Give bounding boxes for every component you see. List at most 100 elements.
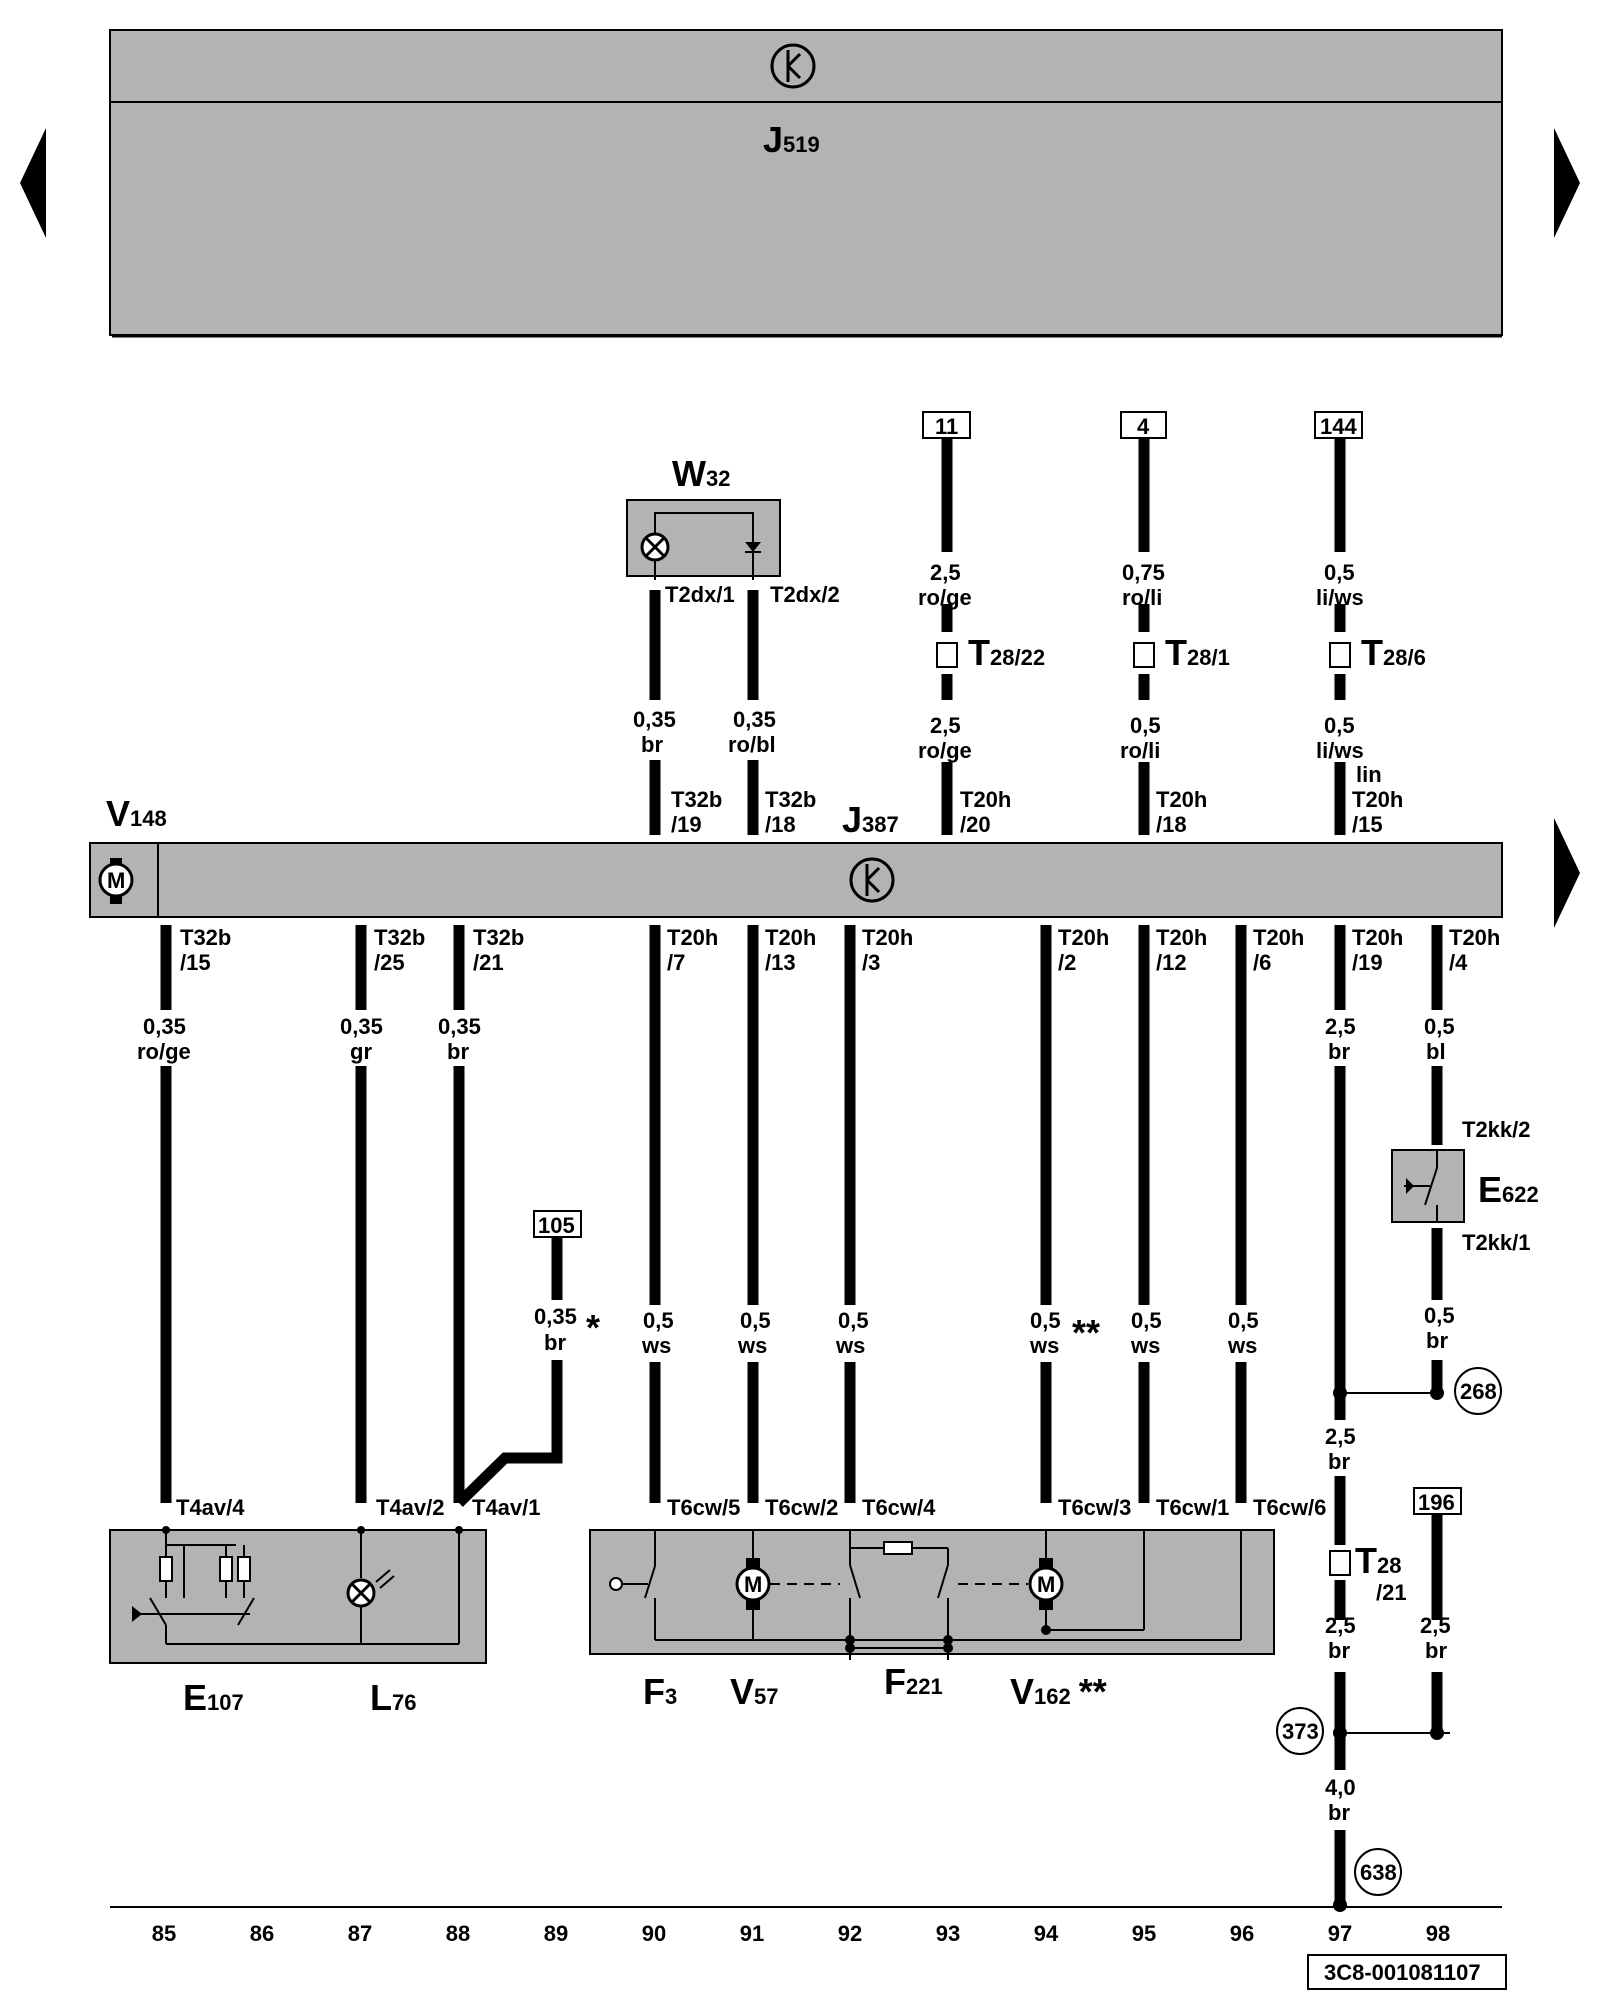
wire-t32b-15: T32b /15 0,35 ro/ge T4av/4 [137, 925, 245, 1520]
ground-point-373 [1276, 1707, 1324, 1755]
wire-t32b-18: 0,35 ro/bl T32b /18 [728, 590, 816, 837]
svg-text:/19: /19 [671, 812, 702, 837]
track-number: 90 [642, 1921, 666, 1946]
switch-icon [609, 1577, 623, 1591]
svg-text:0,5: 0,5 [643, 1308, 674, 1333]
svg-text:0,35: 0,35 [633, 707, 676, 732]
track-number: 95 [1132, 1921, 1156, 1946]
svg-text:T6cw/2: T6cw/2 [765, 1495, 838, 1520]
svg-text:0,35: 0,35 [438, 1014, 481, 1039]
wire-t20h-12: T20h /12 0,5 ws T6cw/1 [1130, 925, 1229, 1520]
svg-text:2,5: 2,5 [1325, 1424, 1356, 1449]
svg-text:/15: /15 [180, 950, 211, 975]
svg-text:268: 268 [1460, 1379, 1497, 1404]
electronics-symbol-icon [770, 43, 816, 89]
svg-text:T6cw/4: T6cw/4 [862, 1495, 936, 1520]
switch-actuator-icon [132, 1606, 142, 1622]
svg-text:T20h: T20h [862, 925, 913, 950]
svg-text:/19: /19 [1352, 950, 1383, 975]
prev-page-arrow[interactable] [20, 128, 46, 238]
svg-text:ws: ws [737, 1333, 767, 1358]
svg-text:T2dx/1: T2dx/1 [665, 582, 735, 607]
svg-text:T32b: T32b [473, 925, 524, 950]
svg-text:2,5: 2,5 [1325, 1014, 1356, 1039]
connector-icon [1133, 642, 1155, 668]
track-number: 88 [446, 1921, 470, 1946]
svg-text:T32b: T32b [765, 787, 816, 812]
track-number: 92 [838, 1921, 862, 1946]
svg-text:T20h: T20h [1156, 787, 1207, 812]
wire-t20h-13: T20h /13 0,5 ws T6cw/2 [737, 925, 838, 1520]
wire-t32b-21: T32b /21 0,35 br T4av/1 [438, 925, 541, 1520]
wire-t32b-25: T32b /25 0,35 gr T4av/2 [340, 925, 445, 1520]
svg-text:0,5: 0,5 [1131, 1308, 1162, 1333]
svg-text:T32b: T32b [374, 925, 425, 950]
svg-text:0,5: 0,5 [740, 1308, 771, 1333]
svg-text:4,0: 4,0 [1325, 1775, 1356, 1800]
svg-text:4: 4 [1137, 414, 1150, 439]
svg-text:/20: /20 [960, 812, 991, 837]
svg-text:T4av/4: T4av/4 [176, 1495, 245, 1520]
svg-text:ro/bl: ro/bl [728, 732, 776, 757]
v57-label: V57 [730, 1671, 779, 1712]
diode-icon [745, 542, 761, 552]
svg-text:br: br [1328, 1449, 1350, 1474]
svg-text:T20h: T20h [1352, 787, 1403, 812]
wire-t20h-19: T20h /19 2,5 br 2,5 br T28 /21 2,5 br 4,… [1325, 925, 1407, 1912]
svg-text:W32: W32 [672, 453, 730, 494]
svg-text:638: 638 [1360, 1860, 1397, 1885]
svg-text:0,5: 0,5 [1424, 1303, 1455, 1328]
svg-text:br: br [1328, 1800, 1350, 1825]
svg-text:ws: ws [835, 1333, 865, 1358]
resistor-icon [883, 1541, 913, 1555]
electronics-symbol-icon [849, 857, 895, 903]
svg-text:br: br [1426, 1328, 1448, 1353]
wire-ref-144: 144 0,5 li/ws T28/6 0,5 li/ws lin T20h /… [1314, 411, 1426, 837]
svg-text:/18: /18 [1156, 812, 1187, 837]
l76-label: L76 [370, 1677, 416, 1718]
svg-text:/18: /18 [765, 812, 796, 837]
svg-text:T32b: T32b [671, 787, 722, 812]
wire-t20h-4: T20h /4 0,5 bl [1424, 925, 1500, 1393]
component-w32: W32 T2dx/1 T2dx/2 [626, 453, 840, 607]
svg-text:T20h: T20h [1449, 925, 1500, 950]
wire-t20h-6: T20h /6 0,5 ws T6cw/6 [1227, 925, 1326, 1520]
motor-v162-icon [1028, 1566, 1064, 1602]
svg-text:/4: /4 [1449, 950, 1468, 975]
doc-id-box [1307, 1954, 1507, 1990]
wire-t20h-2: T20h /2 0,5 ws ** T6cw/3 [1029, 925, 1131, 1520]
track-number: 97 [1328, 1921, 1352, 1946]
motor-v148-icon: M [98, 858, 134, 904]
svg-text:T2kk/1: T2kk/1 [1462, 1230, 1531, 1255]
svg-text:T20h: T20h [1058, 925, 1109, 950]
svg-text:ro/ge: ro/ge [137, 1039, 191, 1064]
ground-junction-373: 373 [1276, 1707, 1450, 1755]
continue-arrow[interactable] [1554, 818, 1580, 928]
svg-text:T20h: T20h [1352, 925, 1403, 950]
svg-text:T20h: T20h [765, 925, 816, 950]
svg-text:0,5: 0,5 [1424, 1014, 1455, 1039]
svg-text:T28/22: T28/22 [968, 632, 1045, 673]
svg-text:2,5: 2,5 [1420, 1613, 1451, 1638]
f221-label: F221 [884, 1661, 943, 1702]
svg-text:144: 144 [1320, 414, 1357, 439]
svg-text:br: br [447, 1039, 469, 1064]
svg-text:br: br [1425, 1638, 1447, 1663]
connector-icon [1329, 1550, 1351, 1576]
e107-label: E107 [183, 1677, 244, 1718]
svg-text:ro/li: ro/li [1120, 738, 1160, 763]
svg-text:ws: ws [641, 1333, 671, 1358]
svg-text:T20h: T20h [667, 925, 718, 950]
svg-text:ro/ge: ro/ge [918, 585, 972, 610]
j387-label: J [842, 799, 862, 840]
wire-t20h-7: T20h /7 0,5 ws T6cw/5 [641, 925, 740, 1520]
svg-text:0,5: 0,5 [838, 1308, 869, 1333]
svg-text:/6: /6 [1253, 950, 1271, 975]
svg-text:0,35: 0,35 [143, 1014, 186, 1039]
e622-label: E [1478, 1169, 1502, 1210]
svg-text:373: 373 [1282, 1719, 1319, 1744]
svg-text:**: ** [1072, 1312, 1100, 1353]
ref-box-4 [1120, 411, 1167, 439]
next-page-arrow[interactable] [1554, 128, 1580, 238]
